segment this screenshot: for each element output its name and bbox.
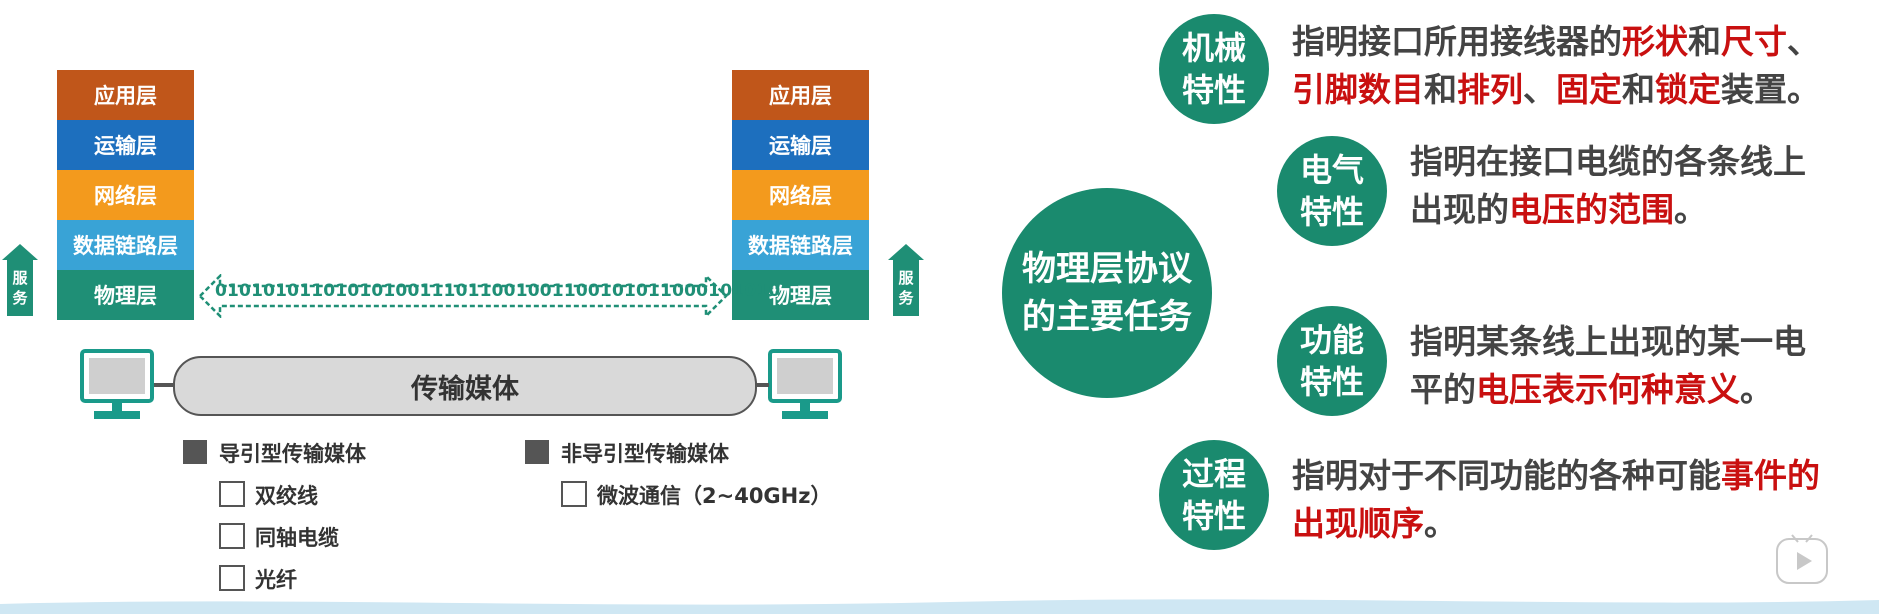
description-text: 指明对于不同功能的各种可能 — [1292, 456, 1721, 495]
unguided-media-label: 非导引型传输媒体 — [561, 442, 729, 466]
description-text: 和 — [1688, 22, 1721, 61]
right-connector-line — [753, 383, 769, 387]
description-text: 。 — [1424, 504, 1457, 543]
description-text: 、 — [1787, 22, 1820, 61]
left-network-layer: 网络层 — [57, 170, 194, 220]
electrical-description: 指明在接口电缆的各条线上出现的电压的范围。 — [1410, 138, 1806, 234]
right-computer-icon — [768, 349, 842, 419]
bottom-wave-decoration — [0, 599, 1879, 614]
coaxial-cable-item: 同轴电缆 — [255, 526, 339, 550]
bitstream-double-arrow-icon — [198, 274, 728, 318]
description-text: 、 — [1523, 70, 1556, 109]
left-application-layer: 应用层 — [57, 70, 194, 120]
description-text: 装置。 — [1721, 70, 1820, 109]
badge-line-1: 电气 — [1299, 151, 1364, 189]
highlighted-term: 固定 — [1556, 70, 1622, 109]
badge-line-2: 特性 — [1299, 363, 1364, 401]
highlighted-term: 形状 — [1622, 22, 1688, 61]
description-line-2: 出现顺序。 — [1292, 500, 1820, 548]
left-physical-layer: 物理层 — [57, 270, 194, 320]
description-line-2: 出现的电压的范围。 — [1410, 186, 1806, 234]
mechanical-badge: 机械 特性 — [1159, 14, 1269, 124]
transmission-medium-pipe: 传输媒体 — [173, 356, 757, 416]
highlighted-term: 排列 — [1457, 70, 1523, 109]
description-text: 指明某条线上出现的某一电 — [1410, 322, 1806, 361]
description-text: 。 — [1740, 370, 1773, 409]
checkbox-icon — [219, 481, 245, 507]
left-connector-line — [154, 383, 175, 387]
right-datalink-layer: 数据链路层 — [732, 220, 869, 270]
guided-square-icon — [183, 440, 207, 464]
highlighted-term: 尺寸 — [1721, 22, 1787, 61]
optical-fiber-item: 光纤 — [255, 568, 297, 592]
electrical-badge: 电气 特性 — [1277, 136, 1387, 246]
center-circle-line-1: 物理层协议 — [1022, 249, 1192, 289]
highlighted-term: 锁定 — [1655, 70, 1721, 109]
highlighted-term: 引脚数目 — [1292, 70, 1424, 109]
badge-line-1: 机械 — [1181, 29, 1246, 67]
unguided-square-icon — [525, 440, 549, 464]
description-text: 指明接口所用接线器的 — [1292, 22, 1622, 61]
left-service-arrow-icon: 服务 — [2, 244, 38, 316]
checkbox-icon — [219, 523, 245, 549]
highlighted-term: 电压的范围 — [1509, 190, 1674, 229]
right-application-layer: 应用层 — [732, 70, 869, 120]
highlighted-term: 事件的 — [1721, 456, 1820, 495]
highlighted-term: 电压表示何种意义 — [1476, 370, 1740, 409]
left-transport-layer: 运输层 — [57, 120, 194, 170]
service-char-2: 务 — [898, 289, 914, 307]
right-physical-layer: 物理层 — [732, 270, 869, 320]
mechanical-description: 指明接口所用接线器的形状和尺寸、引脚数目和排列、固定和锁定装置。 — [1292, 18, 1820, 114]
badge-line-1: 过程 — [1181, 455, 1246, 493]
description-text: 平的 — [1410, 370, 1476, 409]
badge-line-1: 功能 — [1299, 321, 1364, 359]
functional-description: 指明某条线上出现的某一电平的电压表示何种意义。 — [1410, 318, 1806, 414]
physical-layer-tasks-circle: 物理层协议 的主要任务 — [1002, 188, 1212, 398]
service-char-1: 服 — [12, 269, 28, 287]
badge-line-2: 特性 — [1181, 71, 1246, 109]
procedural-badge: 过程 特性 — [1159, 440, 1269, 550]
description-text: 和 — [1424, 70, 1457, 109]
right-transport-layer: 运输层 — [732, 120, 869, 170]
center-circle-line-2: 的主要任务 — [1022, 297, 1192, 337]
microwave-item: 微波通信（2~40GHz） — [597, 484, 832, 508]
badge-line-2: 特性 — [1299, 193, 1364, 231]
guided-media-label: 导引型传输媒体 — [219, 442, 366, 466]
right-network-layer: 网络层 — [732, 170, 869, 220]
right-service-arrow-icon: 服务 — [888, 244, 924, 316]
procedural-description: 指明对于不同功能的各种可能事件的出现顺序。 — [1292, 452, 1820, 548]
description-text: 指明在接口电缆的各条线上 — [1410, 142, 1806, 181]
description-line-2: 引脚数目和排列、固定和锁定装置。 — [1292, 66, 1820, 114]
service-char-1: 服 — [898, 269, 914, 287]
checkbox-icon — [219, 565, 245, 591]
description-line-1: 指明在接口电缆的各条线上 — [1410, 138, 1806, 186]
description-line-1: 指明某条线上出现的某一电 — [1410, 318, 1806, 366]
description-text: 。 — [1674, 190, 1707, 229]
description-line-1: 指明接口所用接线器的形状和尺寸、 — [1292, 18, 1820, 66]
service-char-2: 务 — [12, 289, 28, 307]
left-datalink-layer: 数据链路层 — [57, 220, 194, 270]
description-text: 和 — [1622, 70, 1655, 109]
twisted-pair-item: 双绞线 — [255, 484, 318, 508]
badge-line-2: 特性 — [1181, 497, 1246, 535]
checkbox-icon — [561, 481, 587, 507]
play-button-icon[interactable] — [1774, 532, 1830, 588]
description-line-2: 平的电压表示何种意义。 — [1410, 366, 1806, 414]
left-computer-icon — [80, 349, 154, 419]
functional-badge: 功能 特性 — [1277, 306, 1387, 416]
description-text: 出现的 — [1410, 190, 1509, 229]
description-line-1: 指明对于不同功能的各种可能事件的 — [1292, 452, 1820, 500]
bitstream-text: 0101010110101010011101100100110010101100… — [215, 281, 781, 301]
highlighted-term: 出现顺序 — [1292, 504, 1424, 543]
